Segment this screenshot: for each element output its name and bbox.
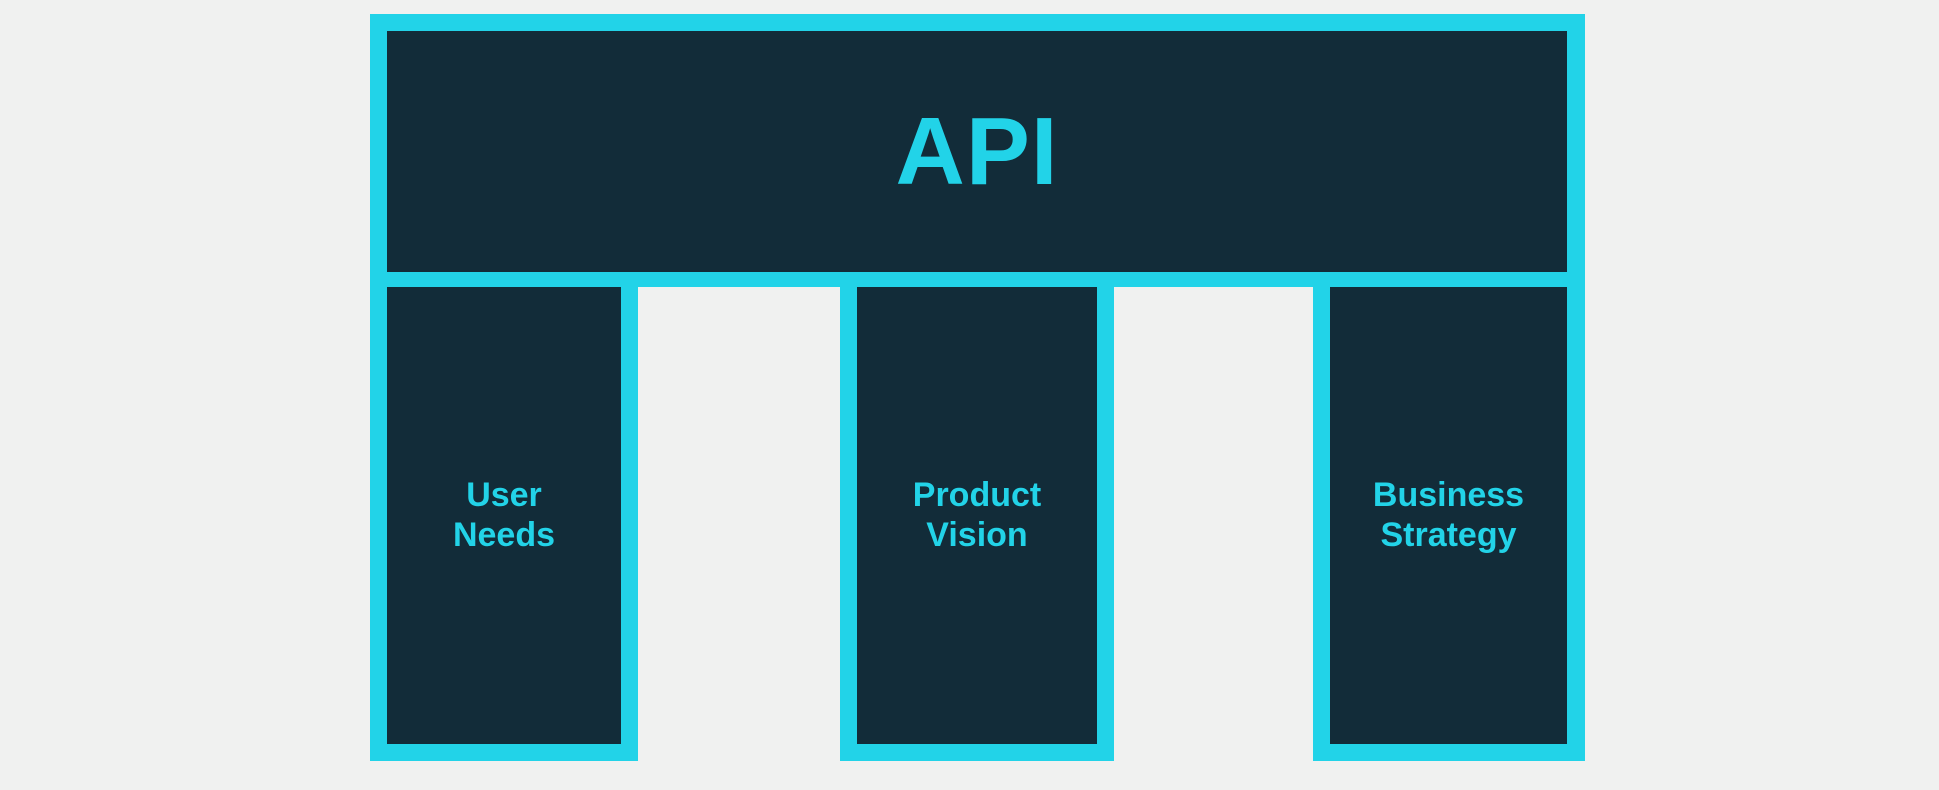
leg-label-user-needs: User Needs — [452, 476, 556, 554]
frame-gap-2 — [1114, 287, 1313, 761]
leg-panel-product-vision: Product Vision — [857, 287, 1097, 744]
frame-gap-1 — [638, 287, 840, 761]
leg-panel-user-needs: User Needs — [387, 287, 621, 744]
leg-label-business-strategy: Business Strategy — [1372, 476, 1525, 554]
api-table-frame: API User Needs Product Vision Business S… — [370, 14, 1585, 761]
api-header-panel: API — [387, 31, 1567, 272]
leg-label-product-vision: Product Vision — [912, 476, 1042, 554]
leg-panel-business-strategy: Business Strategy — [1330, 287, 1567, 744]
api-header-label: API — [895, 97, 1059, 205]
